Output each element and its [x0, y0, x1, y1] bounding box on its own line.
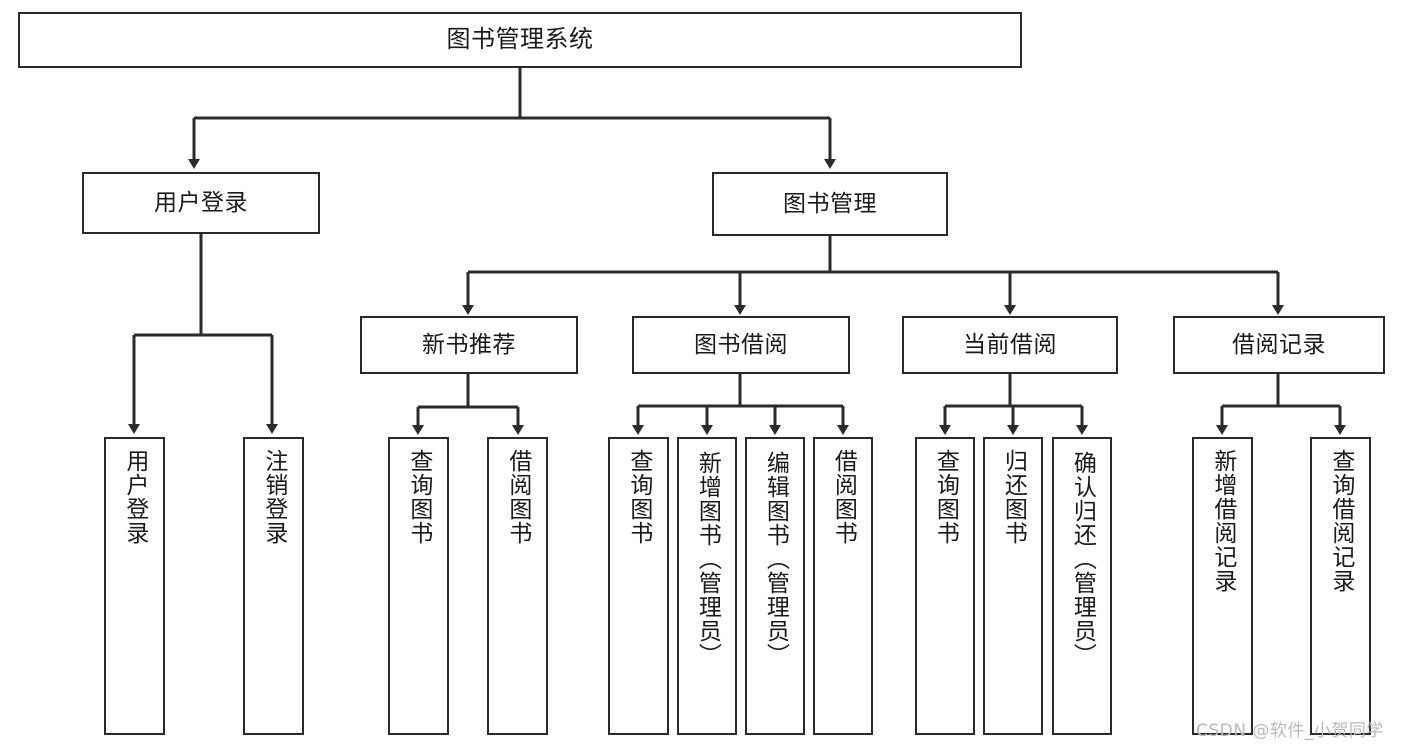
node-root[interactable]: 图书管理系统: [18, 12, 1022, 68]
node-leaf-confirm-return[interactable]: 确认归还（管理员）: [1052, 437, 1112, 735]
node-borrow-record[interactable]: 借阅记录: [1173, 316, 1385, 374]
node-new-book-rec-label: 新书推荐: [422, 331, 516, 358]
node-leaf-return-book-label: 归还图书: [1000, 449, 1027, 545]
node-leaf-borrow-book-2-label: 借阅图书: [830, 449, 857, 545]
node-leaf-user-login-label: 用户登录: [121, 449, 148, 545]
node-book-borrow[interactable]: 图书借阅: [632, 316, 850, 374]
node-leaf-edit-book-label: 编辑图书（管理员）: [762, 451, 789, 667]
node-leaf-confirm-return-label: 确认归还（管理员）: [1069, 451, 1096, 667]
node-leaf-add-record[interactable]: 新增借阅记录: [1192, 437, 1253, 735]
node-book-manage-label: 图书管理: [783, 190, 877, 217]
node-leaf-user-login[interactable]: 用户登录: [104, 437, 165, 735]
node-leaf-logout-label: 注销登录: [260, 449, 287, 545]
node-book-borrow-label: 图书借阅: [694, 331, 788, 358]
node-user-login-label: 用户登录: [154, 189, 248, 216]
node-new-book-rec[interactable]: 新书推荐: [360, 316, 578, 374]
node-leaf-add-record-label: 新增借阅记录: [1209, 449, 1236, 593]
node-leaf-edit-book[interactable]: 编辑图书（管理员）: [745, 437, 805, 735]
node-leaf-add-book-label: 新增图书（管理员）: [694, 451, 721, 667]
node-leaf-query-record[interactable]: 查询借阅记录: [1310, 437, 1371, 735]
csdn-watermark: CSDN @软件_小贺同学: [1196, 721, 1384, 741]
node-leaf-borrow-book-2[interactable]: 借阅图书: [813, 437, 873, 735]
node-root-label: 图书管理系统: [446, 25, 594, 54]
node-book-manage[interactable]: 图书管理: [712, 172, 948, 236]
node-leaf-borrow-book-1-label: 借阅图书: [504, 449, 531, 545]
node-current-borrow-label: 当前借阅: [963, 331, 1057, 358]
node-leaf-return-book[interactable]: 归还图书: [983, 437, 1043, 735]
node-leaf-borrow-book-1[interactable]: 借阅图书: [487, 437, 548, 735]
node-leaf-query-book-2[interactable]: 查询图书: [608, 437, 669, 735]
node-current-borrow[interactable]: 当前借阅: [902, 316, 1118, 374]
node-leaf-query-book-3[interactable]: 查询图书: [915, 437, 975, 735]
node-leaf-query-book-3-label: 查询图书: [932, 449, 959, 545]
node-leaf-add-book[interactable]: 新增图书（管理员）: [677, 437, 737, 735]
node-leaf-query-book-1[interactable]: 查询图书: [388, 437, 449, 735]
node-leaf-query-record-label: 查询借阅记录: [1327, 449, 1354, 593]
node-leaf-query-book-2-label: 查询图书: [625, 449, 652, 545]
node-borrow-record-label: 借阅记录: [1232, 331, 1326, 358]
node-leaf-logout[interactable]: 注销登录: [243, 437, 304, 735]
node-leaf-query-book-1-label: 查询图书: [405, 449, 432, 545]
node-user-login[interactable]: 用户登录: [82, 172, 320, 234]
